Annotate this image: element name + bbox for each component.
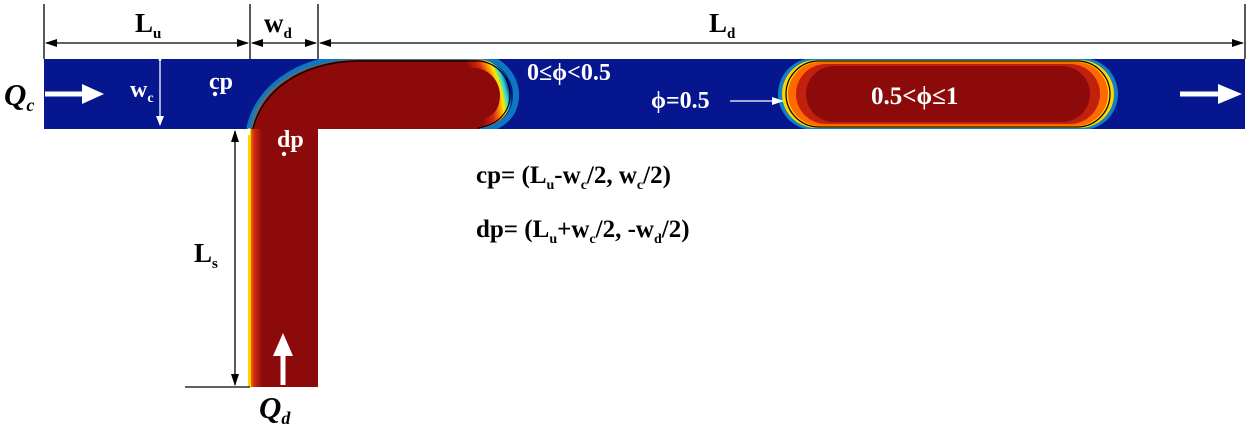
label-qc: Qc <box>4 77 34 115</box>
label-wc: wc <box>130 77 154 106</box>
label-phase-low: 0≤ϕ<0.5 <box>527 60 611 86</box>
label-phase-interface: ϕ=0.5 <box>651 88 710 114</box>
label-phase-high: 0.5<ϕ≤1 <box>871 83 958 110</box>
label-ls: Ls <box>194 238 218 272</box>
inlet-arrow-dispersed <box>273 333 293 385</box>
interface-line-left <box>252 60 511 129</box>
label-wd: wd <box>264 8 293 42</box>
plug-droplet <box>778 58 1118 130</box>
probe-point-cp <box>212 91 218 97</box>
probe-point-dp <box>281 151 287 157</box>
inlet-arrow-continuous <box>45 84 104 104</box>
dimension-lines <box>43 4 1246 388</box>
equation-cp: cp= (Lu-wc/2, wc/2) <box>476 162 671 193</box>
label-ld: Ld <box>709 8 736 42</box>
outlet-arrow <box>1180 84 1242 104</box>
label-qd: Qd <box>259 390 291 428</box>
label-dp: dp <box>277 127 304 153</box>
interface-line-right <box>785 60 1111 128</box>
label-lu: Lu <box>135 8 161 42</box>
equation-dp: dp= (Lu+wc/2, -wd/2) <box>476 216 690 247</box>
interface-pointer-arrow <box>730 97 784 105</box>
label-cp: cp <box>209 69 233 95</box>
